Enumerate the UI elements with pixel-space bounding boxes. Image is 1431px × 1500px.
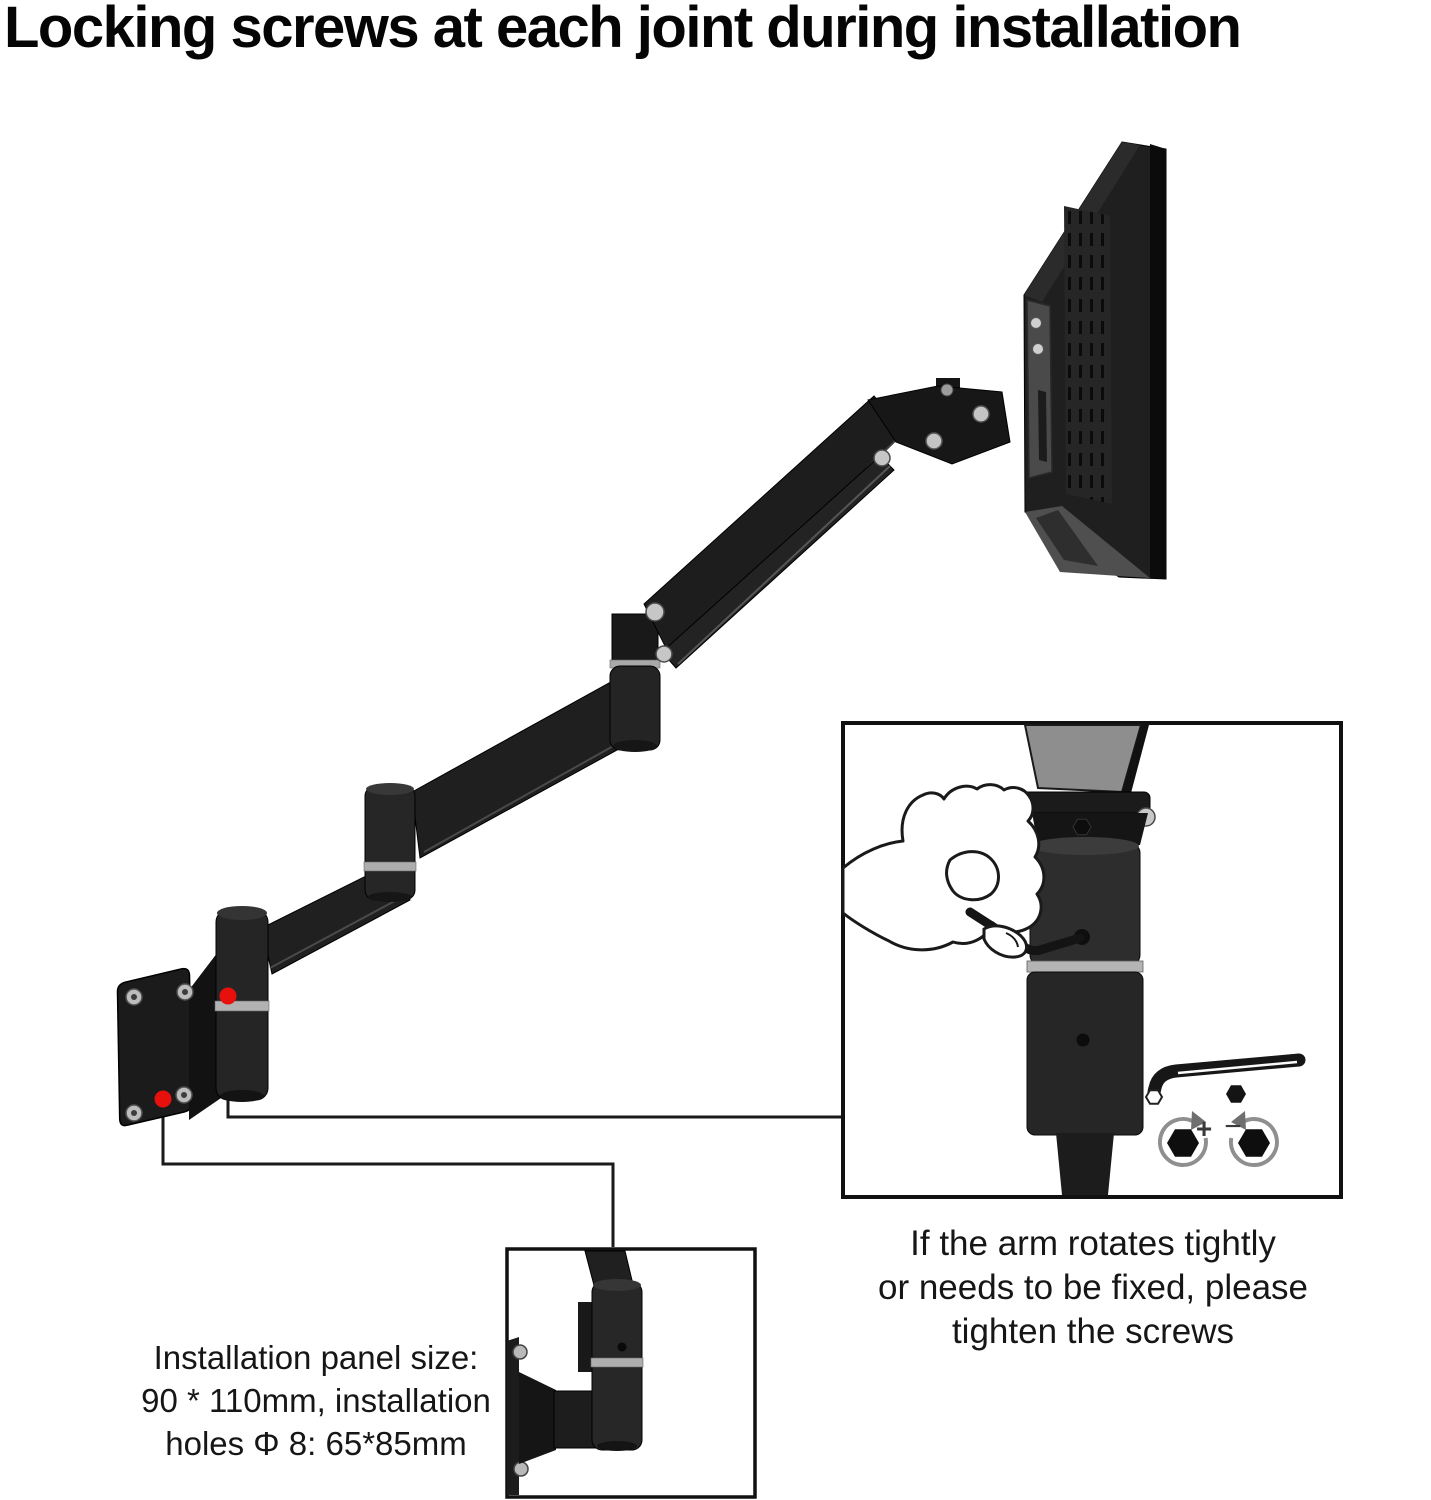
rotate-cw-arc bbox=[1158, 1116, 1208, 1167]
gas-spring-strut-highlight bbox=[677, 465, 891, 665]
hex-head-icon bbox=[1238, 1129, 1270, 1157]
arm-segment-1-highlight bbox=[269, 895, 405, 969]
monitor-screen-edge bbox=[1150, 144, 1166, 579]
finger-nail-line bbox=[1005, 932, 1019, 948]
plus-label: + bbox=[1196, 1113, 1212, 1144]
joint-b-cylinder bbox=[363, 783, 417, 902]
screw-center bbox=[131, 1110, 137, 1116]
inset-arm-band bbox=[1023, 724, 1143, 794]
inset-plate-edge bbox=[507, 1337, 519, 1495]
gas-spring-arm bbox=[643, 395, 905, 665]
rivet-icon bbox=[655, 645, 673, 663]
vesa-screw-icon bbox=[1032, 343, 1044, 355]
rotate-ccw-arc bbox=[1228, 1117, 1279, 1168]
wall-bracket bbox=[189, 944, 224, 1120]
joint-a-shade bbox=[220, 1090, 264, 1102]
pivot-screw-icon bbox=[972, 405, 990, 423]
red-dot-icon-joint bbox=[219, 987, 237, 1005]
screw-hole-icon bbox=[1076, 1033, 1090, 1047]
rivet-icon bbox=[873, 449, 891, 467]
inset-box-tighten: + − bbox=[841, 721, 1343, 1199]
tighten-note: If the arm rotates tightly or needs to b… bbox=[877, 1224, 1308, 1351]
wrench-hex-tip bbox=[1144, 1089, 1164, 1105]
hex-bolt-icon bbox=[1072, 818, 1092, 836]
arm-assembly bbox=[154, 378, 1011, 1108]
hex-head-icon bbox=[1167, 1129, 1199, 1157]
callout-line-joint bbox=[226, 1004, 843, 1119]
inset-cylinder-top bbox=[1031, 837, 1139, 855]
inset-joint-shade bbox=[597, 1441, 637, 1451]
inset-arm-edge bbox=[1122, 725, 1149, 793]
monitor-bottom-notch bbox=[1036, 510, 1098, 566]
inset-bracket bbox=[519, 1372, 556, 1464]
wrench-highlight bbox=[1177, 1060, 1298, 1075]
joint-b-ring bbox=[363, 861, 417, 872]
screw-center bbox=[131, 994, 137, 1000]
monitor-vents bbox=[1064, 206, 1112, 504]
allen-wrench-icon bbox=[1144, 1053, 1306, 1105]
inset-cylinder-lower bbox=[1026, 971, 1144, 1136]
screw-center bbox=[182, 989, 188, 995]
wall-plate-panel bbox=[116, 967, 193, 1127]
wrench-body bbox=[1147, 1053, 1306, 1099]
rotate-tighten-icon: + bbox=[1158, 1111, 1212, 1167]
finger-tip bbox=[982, 924, 1028, 959]
rotate-cw-arrowhead bbox=[1191, 1111, 1206, 1130]
arm-segment-2-highlight bbox=[423, 739, 625, 853]
inset-plate-screw-icon bbox=[512, 1344, 528, 1360]
hand-with-hex-key-icon bbox=[841, 783, 1085, 959]
red-dot-icon-plate bbox=[154, 1090, 172, 1108]
arm-segment-2 bbox=[411, 677, 629, 859]
screw-hole-icon bbox=[617, 1342, 627, 1352]
joint-b-shade bbox=[368, 892, 412, 902]
minus-label: − bbox=[1224, 1110, 1242, 1143]
inset-back-strip bbox=[578, 1302, 594, 1372]
vesa-screw-icon bbox=[1030, 317, 1042, 329]
wall-plate bbox=[116, 944, 224, 1127]
inset-joint-ring bbox=[590, 1357, 644, 1368]
callout-line-plate bbox=[161, 1104, 615, 1247]
vesa-slot bbox=[1038, 390, 1047, 462]
pivot-bolt-icon bbox=[940, 383, 954, 397]
pivot-bracket bbox=[867, 385, 1011, 465]
inset-plate-screw-icon bbox=[513, 1461, 529, 1477]
rotate-loosen-icon: − bbox=[1224, 1110, 1279, 1168]
plate-screws bbox=[125, 983, 194, 1122]
joint-c-elbow bbox=[609, 613, 661, 752]
joint-a-cylinder bbox=[214, 906, 270, 1102]
joint-c-cylinder bbox=[609, 665, 661, 751]
inset-box-panel bbox=[505, 1247, 757, 1499]
thumb-outline bbox=[945, 850, 1000, 902]
inset-cylinder-taper bbox=[1056, 1133, 1114, 1195]
inset-cylinder-ring bbox=[1026, 960, 1144, 973]
hand-outline bbox=[841, 783, 1046, 952]
gas-spring-strut bbox=[661, 455, 895, 669]
monitor-pivot-bracket bbox=[867, 378, 1011, 465]
joint-b-top bbox=[366, 783, 414, 795]
joint-c-shade bbox=[613, 740, 657, 752]
rivet-icon bbox=[645, 602, 665, 622]
joint-c-block bbox=[611, 613, 659, 663]
joint-a-top bbox=[217, 906, 267, 920]
panel-size-note: Installation panel size: 90 * 110mm, ins… bbox=[141, 1339, 491, 1462]
inset-joint-top bbox=[593, 1279, 641, 1291]
joint-a-ring bbox=[214, 1000, 270, 1012]
monitor bbox=[1023, 141, 1167, 580]
screw-center bbox=[181, 1092, 187, 1098]
page-title: Locking screws at each joint during inst… bbox=[4, 0, 1242, 60]
rotate-ccw-arrowhead bbox=[1231, 1111, 1246, 1130]
joint-b-body bbox=[364, 785, 416, 901]
pivot-screw-icon bbox=[925, 432, 943, 450]
hex-nut-icon bbox=[1226, 1085, 1246, 1103]
